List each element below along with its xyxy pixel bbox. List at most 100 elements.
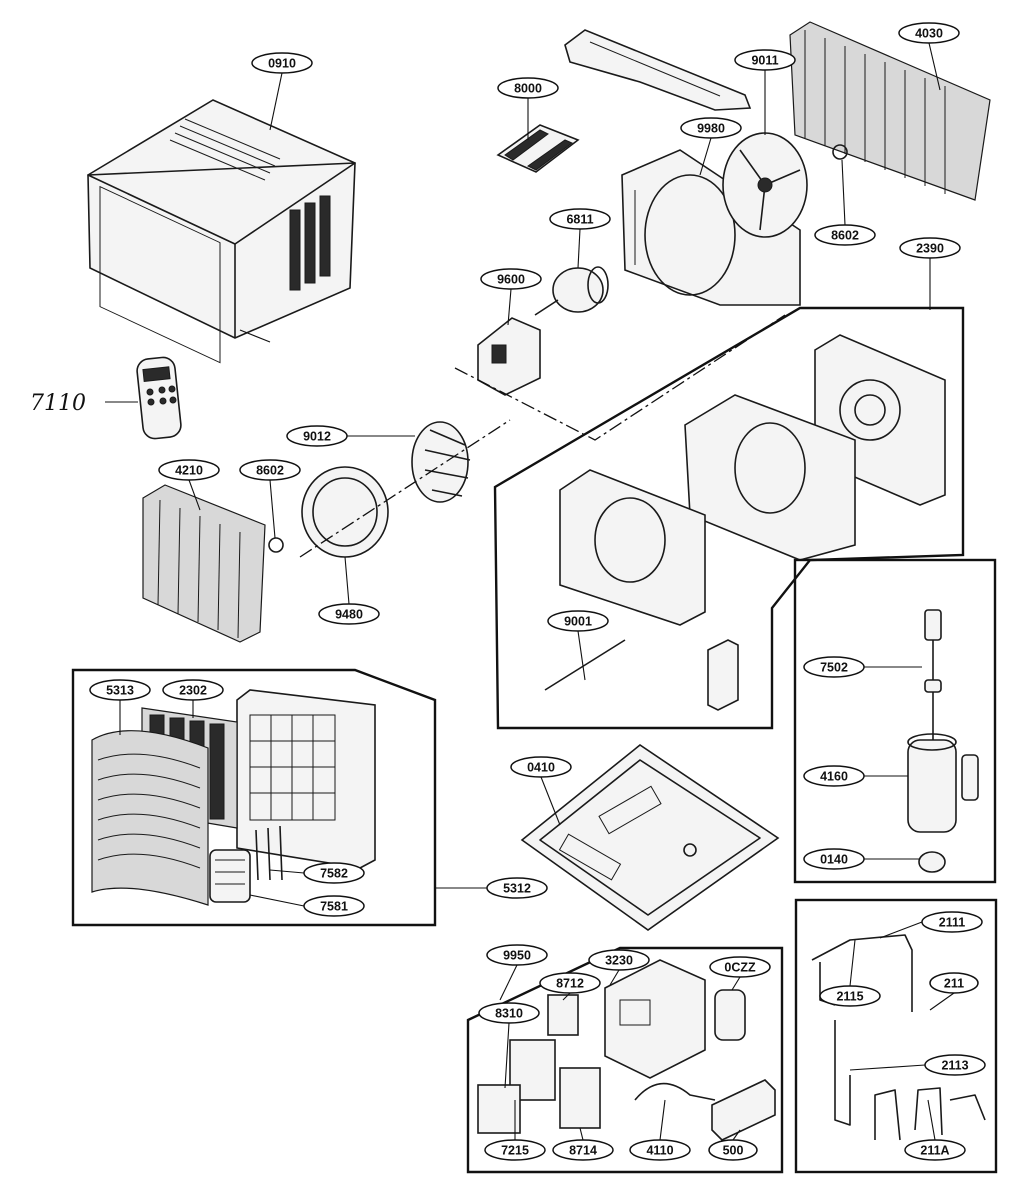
remote-control (105, 356, 182, 440)
condenser-coil-4030 (789, 21, 991, 201)
evaporator-4210 (142, 484, 266, 643)
callout-label: 211 (944, 977, 964, 991)
callout-label: 4160 (820, 770, 848, 784)
callout-oval (898, 22, 960, 44)
compressor-4160 (907, 609, 979, 873)
callout-oval (904, 1139, 966, 1161)
callout-7581: 7581 (303, 895, 365, 917)
callout-label: 0CZZ (724, 961, 756, 975)
callout-oval (303, 895, 365, 917)
callout-9012: 9012 (286, 425, 348, 447)
callout-label: 9480 (335, 608, 363, 622)
callout-5312: 5312 (486, 877, 548, 899)
callout-2113: 2113 (924, 1054, 986, 1076)
callout-oval (158, 459, 220, 481)
callout-oval (734, 49, 796, 71)
motor-mount-9600 (477, 317, 541, 396)
callout-oval (814, 224, 876, 246)
callout-label: 9012 (303, 430, 331, 444)
callout-label: 7215 (501, 1144, 529, 1158)
callout-oval (484, 1139, 546, 1161)
callout-8714: 8714 (552, 1139, 614, 1161)
callout-label: 9001 (564, 615, 592, 629)
callout-label: 5312 (503, 882, 531, 896)
base-pan-0410 (520, 744, 780, 931)
part-number-callouts: 0910800090114030998068118602239096009012… (89, 22, 986, 1161)
callout-oval (478, 1002, 540, 1024)
callout-7215: 7215 (484, 1139, 546, 1161)
callout-8310: 8310 (478, 1002, 540, 1024)
callout-label: 7582 (320, 867, 348, 881)
callout-4160: 4160 (803, 765, 865, 787)
callout-2390: 2390 (899, 237, 961, 259)
callout-oval (549, 208, 611, 230)
callout-7502: 7502 (803, 656, 865, 678)
callout-8602: 8602 (239, 459, 301, 481)
callout-oval (803, 848, 865, 870)
callout-oval (286, 425, 348, 447)
callout-label: 4030 (915, 27, 943, 41)
callout-oval (497, 77, 559, 99)
top-bracket (564, 29, 752, 111)
group-outline-compressor (793, 558, 997, 884)
callout-9480: 9480 (318, 603, 380, 625)
front-grille-5312 (91, 689, 376, 906)
callout-oval (929, 972, 979, 994)
callout-oval (239, 459, 301, 481)
callout-9600: 9600 (480, 268, 542, 290)
callout-label: 2113 (941, 1059, 968, 1073)
callout-oval (547, 610, 609, 632)
callout-label: 2302 (179, 684, 207, 698)
callout-oval (486, 877, 548, 899)
handwritten-annotation: 7110 (30, 391, 86, 416)
callout-label: 0910 (268, 57, 296, 71)
callout-label: 4110 (646, 1144, 673, 1158)
callout-oval (318, 603, 380, 625)
callout-9001: 9001 (547, 610, 609, 632)
callout-8000: 8000 (497, 77, 559, 99)
callout-0CZZ: 0CZZ (709, 956, 771, 978)
callout-oval (162, 679, 224, 701)
callout-0140: 0140 (803, 848, 865, 870)
callout-label: 9950 (503, 949, 531, 963)
callout-label: 2111 (939, 916, 965, 930)
callout-oval (803, 656, 865, 678)
callout-oval (251, 52, 313, 74)
shroud-9980 (621, 149, 801, 306)
callout-label: 8000 (514, 82, 542, 96)
callout-label: 8310 (495, 1007, 523, 1021)
callout-oval (803, 765, 865, 787)
callout-oval (303, 862, 365, 884)
callout-oval (629, 1139, 691, 1161)
nut-8602-top (832, 144, 848, 160)
callout-4110: 4110 (629, 1139, 691, 1161)
callout-3230: 3230 (588, 949, 650, 971)
cabinet-0910 (87, 99, 356, 364)
leader-lines (119, 42, 955, 1141)
callout-8712: 8712 (539, 972, 601, 994)
callout-8602: 8602 (814, 224, 876, 246)
callout-label: 2115 (836, 990, 863, 1004)
callout-oval (480, 268, 542, 290)
callout-label: 9600 (497, 273, 525, 287)
nut-8602-lower (268, 537, 284, 553)
callout-2115: 2115 (819, 985, 881, 1007)
callout-label: 8712 (556, 977, 584, 991)
callout-label: 5313 (106, 684, 134, 698)
callout-oval (819, 985, 881, 1007)
callout-oval (539, 972, 601, 994)
callout-9011: 9011 (734, 49, 796, 71)
callout-label: 8714 (569, 1144, 597, 1158)
callout-label: 7502 (820, 661, 848, 675)
callout-211: 211 (929, 972, 979, 994)
callout-7582: 7582 (303, 862, 365, 884)
motor-6811 (534, 266, 609, 316)
callout-4030: 4030 (898, 22, 960, 44)
callout-label: 500 (723, 1144, 744, 1158)
callout-oval (552, 1139, 614, 1161)
callout-oval (709, 956, 771, 978)
callout-oval (486, 944, 548, 966)
callout-2111: 2111 (921, 911, 983, 933)
callout-label: 4210 (175, 464, 203, 478)
electrical-parts-9950 (477, 959, 776, 1141)
